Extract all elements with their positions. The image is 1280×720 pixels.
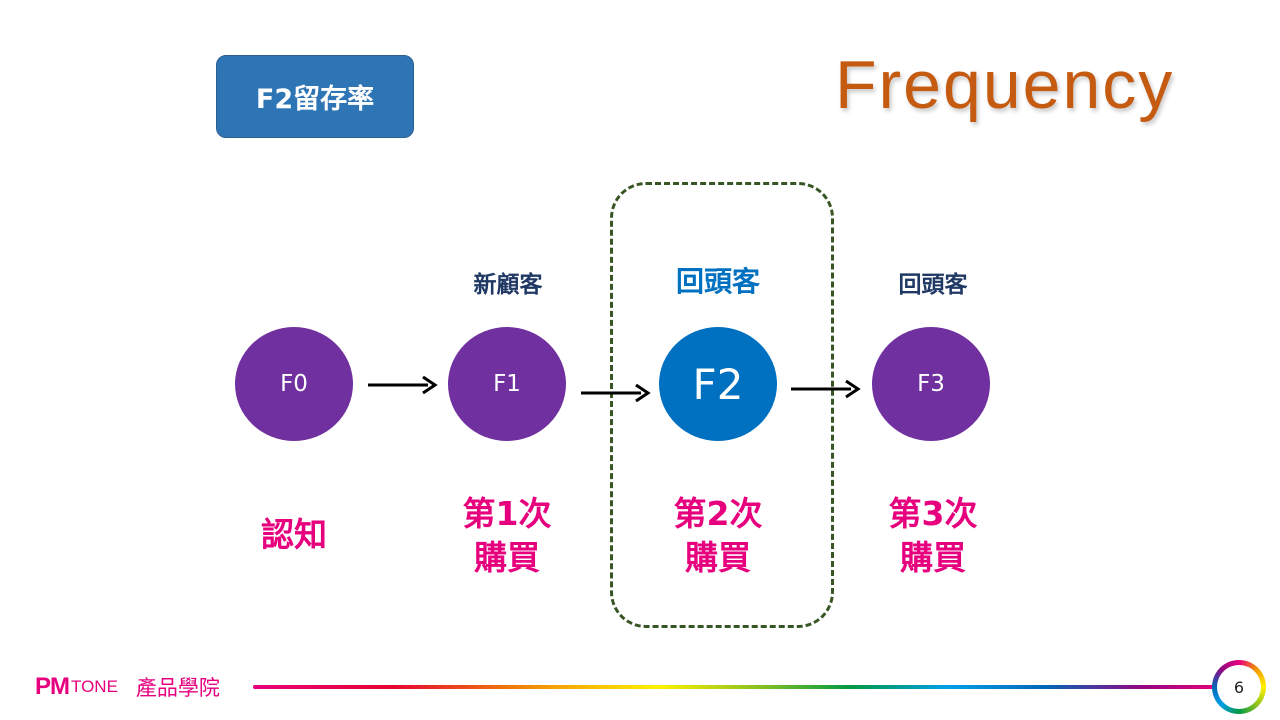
node-f3: F3 bbox=[872, 327, 990, 441]
node-f2: F2 bbox=[659, 327, 777, 441]
stage-label-f2: 第2次 購買 bbox=[673, 494, 763, 577]
page-number-ring: 6 bbox=[1212, 660, 1266, 714]
logo-pm-text: PM bbox=[35, 673, 70, 700]
pmtone-logo: PM TONE 產品學院 bbox=[35, 672, 220, 702]
logo-tone-text: TONE bbox=[71, 677, 118, 696]
type-label-f1: 新顧客 bbox=[473, 272, 543, 298]
stage-label-f0: 認知 bbox=[261, 515, 327, 554]
type-label-f2: 回頭客 bbox=[675, 265, 760, 298]
node-f1: F1 bbox=[448, 327, 566, 441]
highlight-dashed-box bbox=[610, 182, 834, 628]
type-label-f3: 回頭客 bbox=[898, 272, 968, 298]
rainbow-divider bbox=[253, 685, 1218, 689]
arrow-f0-f1 bbox=[368, 375, 438, 395]
node-f0: F0 bbox=[235, 327, 353, 441]
stage-label-f3: 第3次 購買 bbox=[888, 494, 978, 577]
f2-retention-badge: F2留存率 bbox=[216, 55, 414, 138]
arrow-f1-f2 bbox=[581, 383, 651, 403]
logo-academy-text: 產品學院 bbox=[135, 676, 220, 700]
slide-title: Frequency bbox=[835, 47, 1175, 123]
stage-label-f1: 第1次 購買 bbox=[462, 494, 552, 577]
page-number: 6 bbox=[1217, 665, 1261, 709]
arrow-f2-f3 bbox=[791, 379, 861, 399]
